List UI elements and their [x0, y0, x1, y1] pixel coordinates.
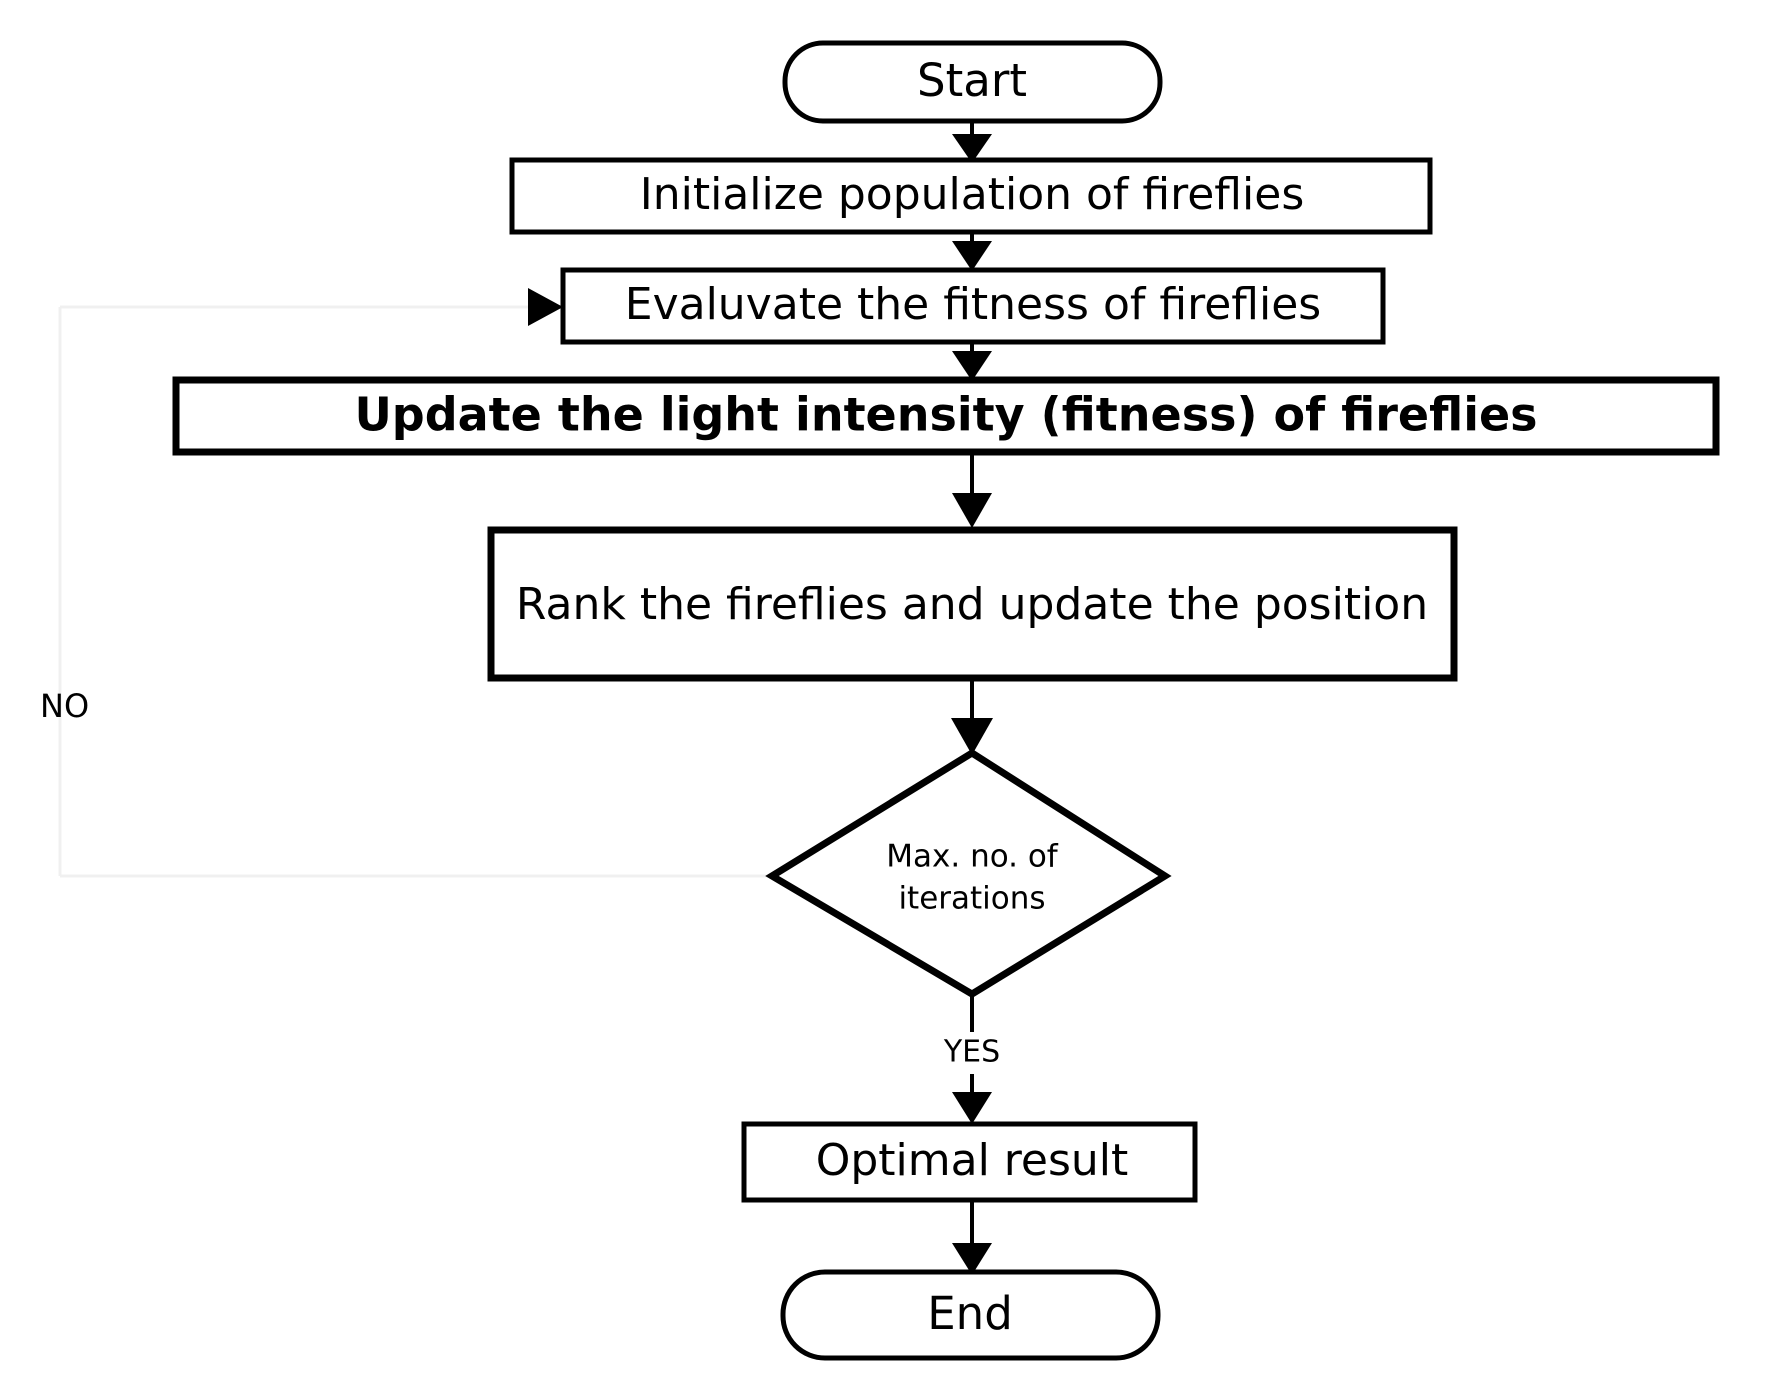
update-label: Update the light intensity (fitness) of …: [354, 388, 1537, 442]
arrow-head-init-evaluate: [952, 241, 992, 271]
node-rank-fireflies[interactable]: Rank the fireflies and update the positi…: [487, 526, 1458, 682]
evaluate-shape: [560, 267, 1386, 345]
initialize-label: Initialize population of fireflies: [640, 169, 1305, 220]
arrow-head-decision-optimal: [952, 1092, 992, 1124]
arrow-head-rank-decision: [951, 718, 993, 755]
edge-evaluate-to-update: [952, 342, 992, 381]
rank-label: Rank the fireflies and update the positi…: [516, 579, 1428, 630]
evaluate-label: Evaluvate the fitness of fireflies: [625, 279, 1321, 330]
end-shape: [780, 1269, 1161, 1361]
edge-init-to-evaluate: [952, 232, 992, 271]
node-end[interactable]: End: [780, 1269, 1161, 1361]
arrow-head-start-init: [952, 134, 992, 163]
end-label: End: [927, 1287, 1013, 1340]
node-optimal-result[interactable]: Optimal result: [741, 1121, 1198, 1203]
node-update-light-intensity[interactable]: Update the light intensity (fitness) of …: [172, 376, 1720, 456]
node-start[interactable]: Start: [782, 40, 1163, 124]
start-label: Start: [917, 54, 1027, 107]
optimal-label: Optimal result: [816, 1135, 1129, 1186]
arrow-head-into-evaluate: [528, 288, 563, 326]
edge-label-yes-top: YES: [943, 1035, 1000, 1070]
yes-label-backdrop: [930, 1032, 1016, 1074]
edge-label-no: NO: [40, 687, 89, 725]
optimal-shape: [741, 1121, 1198, 1203]
edge-optimal-to-end: [952, 1200, 992, 1275]
initialize-shape: [509, 157, 1433, 235]
node-decision-max-iterations[interactable]: Max. no. of iterations: [765, 748, 1172, 999]
arrow-head-evaluate-update: [952, 351, 992, 381]
edge-rank-to-decision: [951, 678, 993, 755]
edge-update-to-rank: [952, 452, 992, 528]
node-initialize-population[interactable]: Initialize population of fireflies: [509, 157, 1433, 235]
edge-start-to-init: [952, 121, 992, 163]
arrow-head-optimal-end: [952, 1243, 992, 1275]
decision-label-line1: Max. no. of: [886, 839, 1059, 875]
node-evaluate-fitness[interactable]: Evaluvate the fitness of fireflies: [560, 267, 1386, 345]
edge-no-feedback-loop: [58, 288, 772, 878]
update-shape: [172, 376, 1720, 456]
arrow-head-update-rank: [952, 493, 992, 528]
decision-label-line2: iterations: [898, 881, 1045, 917]
